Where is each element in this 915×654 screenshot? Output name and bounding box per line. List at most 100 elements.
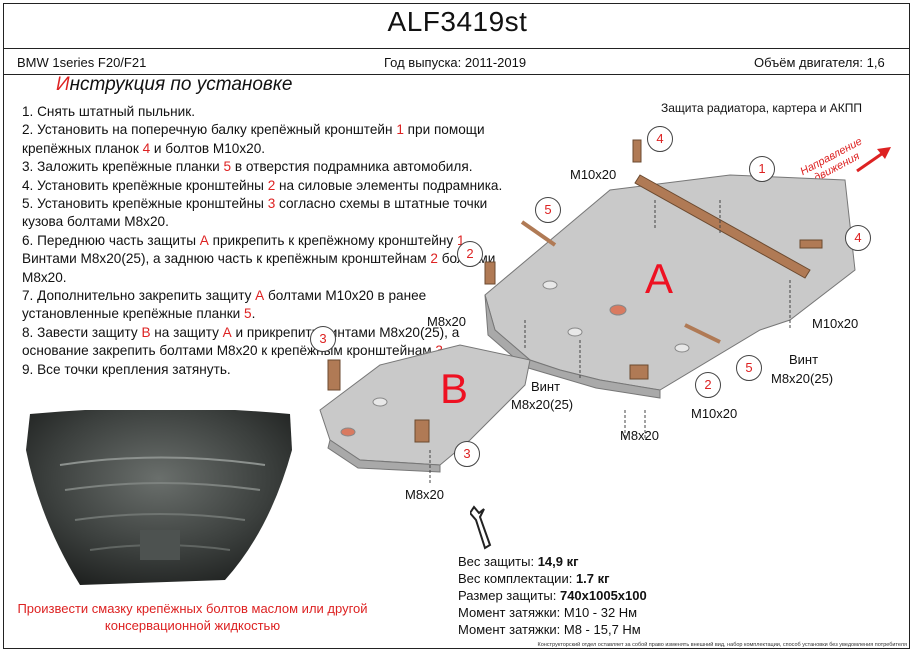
- spec-size-label: Размер защиты:: [458, 588, 560, 603]
- spec-torque-m8: Момент затяжки: М8 - 15,7 Нм: [458, 622, 641, 637]
- instruction-step: 7. Дополнительно закрепить защиту А болт…: [22, 287, 512, 324]
- plate-b: [319, 344, 531, 466]
- instructions-title: Инструкция по установке: [56, 74, 292, 96]
- warning-line-2: консервационной жидкостью: [104, 618, 281, 633]
- step-text: в отверстия подрамника автомобиля.: [231, 159, 473, 175]
- spec-size: Размер защиты: 740x1005x100: [458, 587, 647, 604]
- step-text: болтами М10х20 в ранее установленные кре…: [22, 288, 427, 322]
- bracket-3-bottom: [414, 419, 430, 443]
- step-text: 6. Переднюю часть защиты: [22, 232, 200, 248]
- hole: [567, 327, 583, 337]
- step-text: 8. Завести защиту: [22, 324, 142, 340]
- part-reference: А: [222, 324, 232, 340]
- instruction-step: 4. Установить крепёжные кронштейны 2 на …: [22, 177, 512, 195]
- label-vint-mid-size: M8x20(25): [511, 397, 574, 412]
- hole-marked: [609, 304, 627, 316]
- wrench-icon: [470, 505, 492, 550]
- instructions-title-rest: нструкция по установке: [69, 74, 293, 95]
- bolt-guides-lower: [429, 410, 646, 485]
- label-m10-bottom: M10x20: [691, 406, 738, 421]
- instruction-step: 1. Снять штатный пыльник.: [22, 103, 512, 121]
- product-code: ALF3419st: [387, 6, 528, 37]
- hole: [674, 343, 690, 353]
- part-reference: 1: [456, 232, 465, 248]
- lubrication-warning: Произвести смазку крепёжных болтов масло…: [0, 600, 385, 634]
- callout-4-right: 4: [845, 225, 871, 251]
- step-text: Винтами М8х20(25), а заднюю часть к креп…: [22, 251, 431, 267]
- spec-kit: Вес комплектации: 1.7 кг: [458, 570, 647, 587]
- page-frame: [3, 3, 910, 649]
- step-text: на силовые элементы подрамника.: [275, 177, 503, 193]
- instruction-step: 2. Установить на поперечную балку крепёж…: [22, 121, 512, 158]
- plank-5-right: [684, 323, 721, 344]
- step-text: прикрепить к крепёжному кронштейну: [208, 232, 457, 248]
- step-text: 2. Установить на поперечную балку крепёж…: [22, 122, 397, 138]
- callout-2-bottom: 2: [695, 372, 721, 398]
- label-vint-right: Винт: [789, 352, 819, 367]
- bracket-3-left: [327, 359, 341, 391]
- part-reference: 5: [223, 159, 232, 175]
- hole: [542, 280, 558, 290]
- step-text: и болтов М10х20.: [150, 140, 266, 156]
- bracket-2-bottom: [629, 364, 649, 380]
- bracket-4-top: [632, 139, 642, 163]
- engine-volume: Объём двигателя: 1,6: [754, 55, 885, 70]
- disclaimer: Конструкторский отдел оставляет за собой…: [537, 642, 908, 648]
- part-a-label: A: [645, 255, 674, 302]
- label-m8-left: M8x20: [427, 314, 467, 329]
- part-reference: А: [255, 288, 265, 304]
- hole-marked: [340, 427, 356, 437]
- label-m8-bottom-left: M8x20: [405, 487, 445, 502]
- label-m10-right: M10x20: [812, 316, 859, 331]
- part-reference: 2: [267, 177, 276, 193]
- direction-arrow-icon: [856, 147, 891, 173]
- part-reference: 5: [244, 306, 252, 322]
- plate-b-edge: [327, 439, 441, 473]
- label-m8-bottom-mid: M8x20: [620, 428, 660, 443]
- header-divider-top: [3, 48, 910, 49]
- step-text: 5. Установить крепёжные кронштейны: [22, 196, 268, 212]
- part-reference: 4: [142, 140, 151, 156]
- callout-4-top: 4: [647, 126, 673, 152]
- bolt-guides: [524, 200, 791, 380]
- step-text: согласно схемы в штатные точки кузова бо…: [22, 196, 488, 230]
- callout-3-left: 3: [310, 326, 336, 352]
- callout-1: 1: [749, 156, 775, 182]
- part-b-label: B: [440, 365, 469, 412]
- label-vint-right-size: M8x20(25): [771, 371, 834, 386]
- header-divider-bottom: [3, 74, 910, 75]
- spec-weight-value: 14,9 кг: [537, 554, 579, 569]
- callout-5-right: 5: [736, 355, 762, 381]
- installed-guard-photo: [20, 410, 300, 588]
- step-text: .: [251, 306, 256, 322]
- part-reference: 3: [267, 196, 276, 212]
- step-text: 4. Установить крепёжные кронштейны: [22, 177, 268, 193]
- hole: [372, 397, 388, 407]
- instruction-step: 3. Заложить крепёжные планки 5 в отверст…: [22, 158, 512, 176]
- production-years: Год выпуска: 2011-2019: [384, 55, 527, 70]
- step-text: 9. Все точки крепления затянуть.: [22, 361, 231, 377]
- step-text: 7. Дополнительно закрепить защиту: [22, 288, 256, 304]
- part-reference: А: [199, 232, 209, 248]
- spec-weight: Вес защиты: 14,9 кг: [458, 553, 647, 570]
- car-model: BMW 1series F20/F21: [17, 55, 147, 70]
- exploded-view-diagram: [319, 139, 856, 485]
- plank-5-left: [520, 220, 557, 247]
- spec-size-value: 740x1005x100: [559, 588, 647, 603]
- warning-line-1: Произвести смазку крепёжных болтов масло…: [17, 601, 368, 616]
- part-reference: 2: [430, 251, 438, 267]
- callout-2-left: 2: [457, 241, 483, 267]
- label-vint-mid: Винт: [531, 379, 561, 394]
- spec-kit-label: Вес комплектации:: [458, 571, 576, 586]
- instructions-title-initial: И: [56, 74, 70, 95]
- bracket-2-left: [484, 261, 496, 285]
- spec-torque-m10: Момент затяжки: М10 - 32 Нм: [458, 605, 638, 620]
- bracket-1: [634, 174, 811, 279]
- specifications: Вес защиты: 14,9 кг Вес комплектации: 1.…: [458, 553, 647, 638]
- step-text: 1. Снять штатный пыльник.: [22, 104, 195, 119]
- label-m10-top: M10x20: [570, 167, 617, 182]
- spec-kit-value: 1.7 кг: [575, 571, 610, 586]
- callout-5-left: 5: [535, 197, 561, 223]
- instruction-step: 9. Все точки крепления затянуть.: [22, 361, 512, 379]
- step-text: 3. Заложить крепёжные планки: [22, 159, 224, 175]
